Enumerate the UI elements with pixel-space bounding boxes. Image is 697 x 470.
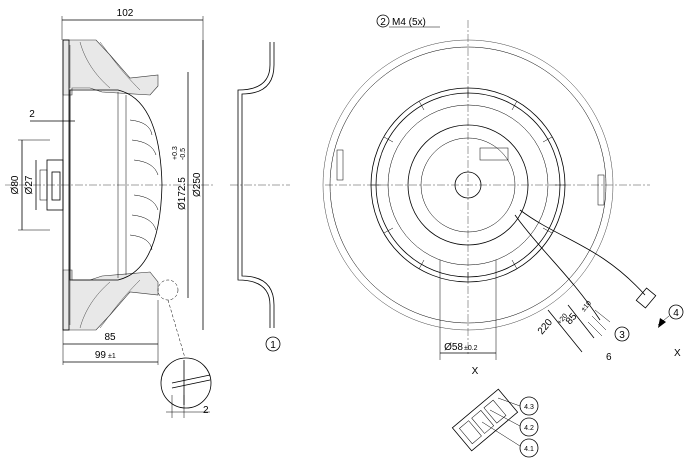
dim-27-text: Ø27 xyxy=(24,175,35,194)
dim-85c-text: 85 xyxy=(564,311,580,327)
callout-42-circle xyxy=(519,417,539,437)
dim-6-text: 6 xyxy=(606,352,612,363)
detail-geometry xyxy=(171,360,211,405)
dim-220-text: 220 xyxy=(536,317,555,337)
rating-plate xyxy=(479,147,509,161)
inlet-ring-profile xyxy=(237,42,271,328)
dim-99-text: 99 xyxy=(95,350,107,361)
cable-main xyxy=(514,214,601,321)
dim-2-text: 2 xyxy=(29,109,35,120)
dim-58-text: Ø58 xyxy=(444,342,463,353)
view-arrow xyxy=(658,318,666,328)
callout-3: 3 xyxy=(619,330,625,341)
callout-43-circle xyxy=(519,396,539,416)
detail-marker xyxy=(157,279,179,301)
dim-m4-text: M4 (5x) xyxy=(392,17,426,28)
dim-58-tol: ±0.2 xyxy=(464,345,478,352)
dim-99-tol: ±1 xyxy=(108,353,116,360)
callout-4: 4 xyxy=(673,308,679,319)
dim-172-tol-lower: -0.5 xyxy=(180,148,187,160)
front-view: 2 M4 (5x) Ø58 ±0.2 220 +20 85 ±10 6 3 4 … xyxy=(322,14,684,363)
motor-housing xyxy=(69,89,163,281)
label-left xyxy=(336,149,344,181)
dim-220-line xyxy=(547,309,583,353)
dim-85c-tol: ±10 xyxy=(580,300,593,313)
callout-42: 4.2 xyxy=(524,425,534,432)
rotor-ring xyxy=(387,104,549,266)
impeller-blade-bottom xyxy=(62,269,159,331)
stator-outer xyxy=(407,124,529,246)
cable-wires xyxy=(587,309,611,337)
callout-1-circle xyxy=(265,336,281,352)
cable-branch xyxy=(519,209,646,296)
blade-top-detail xyxy=(69,41,141,91)
callout-41: 4.1 xyxy=(524,446,534,453)
dim-85-text: 85 xyxy=(104,332,116,343)
connector xyxy=(635,287,657,309)
dim-85c-line xyxy=(567,304,595,339)
housing-lines xyxy=(117,92,127,278)
x-marker: X xyxy=(674,348,681,359)
rotor-fins xyxy=(371,88,565,282)
dim-80-text: Ø80 xyxy=(10,175,21,194)
stator-inner xyxy=(420,137,516,233)
label-right xyxy=(597,174,605,206)
dim-250-text: Ø250 xyxy=(192,172,203,197)
callout-3-circle xyxy=(614,326,630,342)
inlet-ring-view: 1 xyxy=(237,42,281,352)
callout-1: 1 xyxy=(270,340,276,351)
blade-bottom-detail xyxy=(69,279,141,329)
hub-boss xyxy=(39,169,48,201)
callout-2: 2 xyxy=(380,17,386,28)
impeller-outer xyxy=(322,39,614,331)
callout-43: 4.3 xyxy=(524,404,534,411)
cooling-fins xyxy=(129,119,159,251)
side-view: 102 2 Ø80 Ø27 Ø172.5 +0.3 -0.5 Ø250 85 9… xyxy=(5,8,290,418)
callout-2-circle xyxy=(376,14,390,28)
dim-102-text: 102 xyxy=(117,8,134,19)
hub-shaft xyxy=(51,171,61,201)
shaft-center xyxy=(454,171,482,199)
detail-x-title: X xyxy=(472,366,479,377)
callout-4-circle xyxy=(668,304,684,320)
connector-detail xyxy=(451,388,519,452)
detail-circle xyxy=(160,357,212,409)
detail-x-view: X 4.3 4.2 4.1 xyxy=(451,366,539,458)
dim-172-tol-upper: +0.3 xyxy=(172,146,179,160)
dim-detail-2: 2 xyxy=(203,405,209,416)
impeller-blade-top xyxy=(62,39,159,96)
inlet-ring-profile-inner xyxy=(241,42,275,328)
impeller-rim xyxy=(329,46,607,324)
dim-172-text: Ø172.5 xyxy=(177,177,188,210)
callout-41-circle xyxy=(519,438,539,458)
